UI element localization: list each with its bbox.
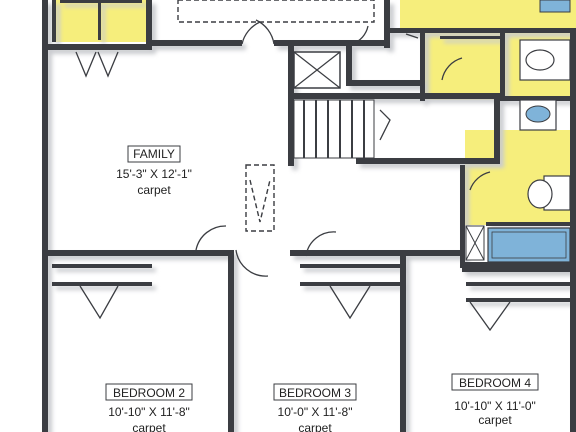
room-flooring: carpet <box>137 183 171 197</box>
room-flooring: carpet <box>478 413 512 427</box>
room-flooring: carpet <box>132 421 166 432</box>
room-dimensions: 10'-0" X 11'-8" <box>278 405 353 419</box>
room-name: BEDROOM 4 <box>459 376 531 390</box>
room-name: BEDROOM 3 <box>279 386 351 400</box>
bathroom-fixtures <box>465 0 571 263</box>
room-dimensions: 10'-10" X 11'-0" <box>454 399 536 413</box>
room-dimensions: 10'-10" X 11'-8" <box>108 405 190 419</box>
staircase <box>293 51 391 159</box>
doors <box>75 19 511 332</box>
hall-bath-yellow-left <box>462 165 502 225</box>
room-name: FAMILY <box>133 147 175 161</box>
room-flooring: carpet <box>298 421 332 432</box>
room-bedroom-3-label: BEDROOM 3 10'-0" X 11'-8" carpet <box>273 383 357 432</box>
bathtub <box>487 227 571 263</box>
room-bedroom-2-label: BEDROOM 2 10'-10" X 11'-8" carpet <box>105 383 193 432</box>
room-dimensions: 15'-3" X 12'-1" <box>116 167 192 181</box>
attic-access <box>177 0 375 232</box>
room-bedroom-4-label: BEDROOM 4 10'-10" X 11'-0" carpet <box>451 373 539 427</box>
room-name: BEDROOM 2 <box>113 386 185 400</box>
walls <box>42 0 576 432</box>
room-family-label: FAMILY 15'-3" X 12'-1" carpet <box>116 145 192 197</box>
